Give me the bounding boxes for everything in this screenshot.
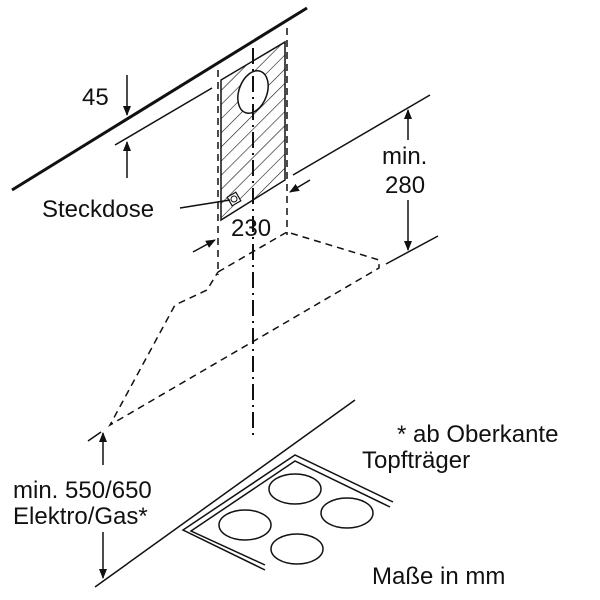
socket-icon-inner: [230, 195, 238, 203]
socket-label: Steckdose: [42, 196, 154, 223]
dim-230-arrow-left: [192, 239, 216, 253]
burner-left: [218, 509, 272, 541]
hatched-chimney-area: [220, 40, 286, 222]
cooktop-outer-edge: [181, 454, 394, 571]
dim-height-top-tick: [87, 431, 102, 442]
worktop-edge: [94, 399, 356, 588]
burner-front: [270, 533, 324, 565]
units-label: Maße in mm: [372, 563, 505, 590]
dim-45-label: 45: [82, 84, 109, 111]
dim-230-label: 230: [231, 215, 271, 242]
socket-leader-line: [179, 199, 231, 209]
ceiling-offset-line: [114, 87, 213, 146]
dim-280-min-label: min.: [382, 143, 427, 170]
burner-back: [268, 473, 322, 505]
dim-280-top-line: [292, 94, 431, 176]
dim-280-label: 280: [385, 172, 425, 199]
footnote-line-1: * ab Oberkante: [397, 421, 558, 448]
socket-icon: [226, 191, 242, 207]
dim-height-label-2: Elektro/Gas*: [13, 503, 148, 530]
hood-outline: [108, 231, 380, 427]
dim-height-label-1: min. 550/650: [13, 477, 152, 504]
dim-230-arrow-right: [289, 179, 311, 193]
burner-right: [320, 497, 374, 529]
dim-280-bottom-line: [385, 235, 439, 265]
footnote-line-2: Topfträger: [362, 447, 470, 474]
ceiling-line: [11, 6, 308, 192]
cooktop-inner-edge: [189, 460, 391, 566]
